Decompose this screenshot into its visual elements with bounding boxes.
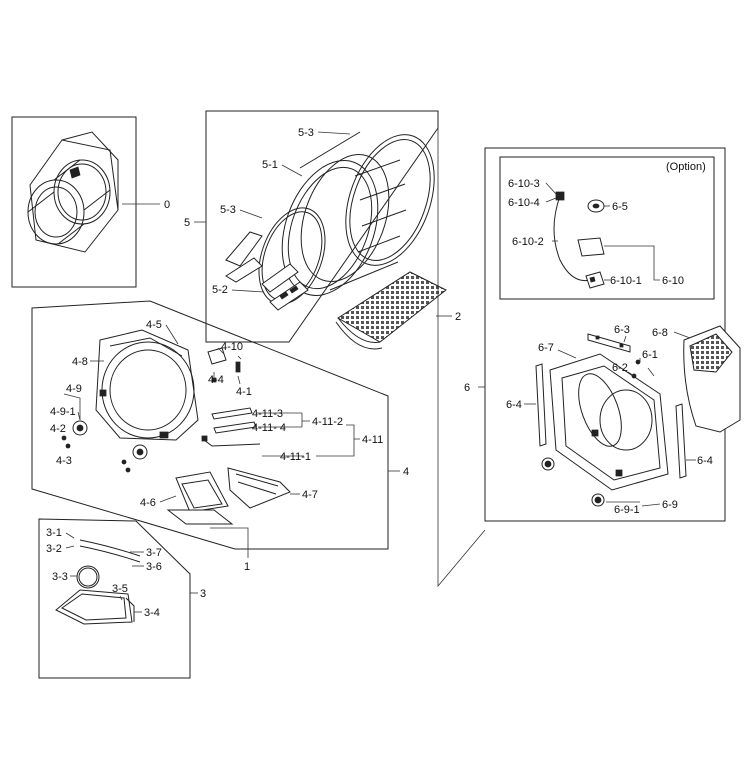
part-6-10-label: 6-10	[662, 275, 684, 287]
option-label: (Option)	[666, 161, 706, 173]
part-6-2-label: 6-2	[612, 362, 628, 374]
option-harness-drawing	[553, 191, 605, 289]
part-5-1-label: 5-1	[262, 159, 278, 171]
part-6-1-label: 6-1	[642, 349, 658, 361]
drum-drawing	[225, 131, 435, 311]
part-6-4-left-label: 6-4	[506, 399, 522, 411]
part-4-5-label: 4-5	[146, 319, 162, 331]
part-3-4-label: 3-4	[144, 607, 160, 619]
rear-panel-drawing	[535, 325, 741, 507]
part-3-6-label: 3-6	[146, 561, 162, 573]
part-4-11-label: 4-11	[362, 434, 383, 446]
part-6-5-label: 6-5	[612, 201, 628, 213]
option-frame	[499, 156, 715, 300]
part-6-10-4-label: 6-10-4	[508, 197, 540, 209]
part-4-9-1-label: 4-9-1	[50, 406, 76, 418]
part-6-9-1-label: 6-9-1	[614, 504, 640, 516]
part-3-7-label: 3-7	[146, 547, 162, 559]
part-5-3-top-label: 5-3	[298, 127, 314, 139]
part-4-8-label: 4-8	[72, 356, 88, 368]
part-4-2-label: 4-2	[50, 423, 66, 435]
part-4-7-label: 4-7	[302, 489, 318, 501]
part-3-5-label: 3-5	[112, 583, 128, 595]
part-6-10-1-label: 6-10-1	[610, 275, 642, 287]
part-6-3-label: 6-3	[614, 324, 630, 336]
part-4-6-label: 4-6	[140, 497, 156, 509]
part-6-10-3-label: 6-10-3	[508, 178, 540, 190]
part-4-4-label: 4-4	[208, 374, 224, 386]
assembly-5-frame	[205, 110, 439, 343]
assembly-3-drawing	[55, 539, 141, 625]
part-3-1-label: 3-1	[46, 527, 62, 539]
assembly-3-label: 3	[200, 588, 206, 600]
part-3-2-label: 3-2	[46, 543, 62, 555]
part-4-1-label: 4-1	[236, 386, 252, 398]
part-5-2-label: 5-2	[212, 284, 228, 296]
part-1-leader	[210, 527, 249, 558]
assembly-6-label: 6	[464, 382, 470, 394]
part-6-10-2-label: 6-10-2	[512, 236, 544, 248]
part-6-4-right-label: 6-4	[697, 455, 713, 467]
assembly-5-group: 5 5-3 5-1 5-3 5-2	[184, 110, 439, 343]
assembly-0-drawing	[27, 131, 119, 253]
part-5-3-mid-label: 5-3	[220, 204, 236, 216]
part-3-3-label: 3-3	[52, 571, 68, 583]
part-2-group: 2	[335, 271, 461, 350]
assembly-5-label: 5	[184, 217, 190, 229]
part-6-8-label: 6-8	[652, 327, 668, 339]
assembly-4-label: 4	[403, 466, 409, 478]
part-4-11-2-label: 4-11-2	[312, 416, 343, 428]
assembly-3-frame	[38, 518, 191, 679]
part-4-11-3-label: 4-11-3	[252, 408, 283, 420]
part-4-3-label: 4-3	[56, 455, 72, 467]
assembly-0-frame	[11, 116, 137, 288]
lint-filter-drawing	[337, 271, 447, 343]
assembly-6-group: 6 (Option) 6-10-3 6-10-4 6-5 6-10-2 6-10…	[437, 128, 741, 588]
part-4-11-1-label: 4-11-1	[280, 451, 311, 463]
part-6-9-label: 6-9	[662, 499, 678, 511]
part-6-7-label: 6-7	[538, 342, 554, 354]
assembly-1-label: 1	[244, 561, 250, 573]
assembly-0-label: 0	[164, 199, 170, 211]
front-panel-drawing	[61, 329, 291, 525]
part-4-10-label: 4-10	[221, 341, 243, 353]
assembly-3-group: 3 3-1 3-2 3-7 3-6 3-3 3-5 3-4	[38, 518, 206, 679]
assembly-4-group: 4	[31, 300, 409, 573]
part-4-11-4-label: 4-11- 4	[252, 422, 286, 434]
assembly-0-group: 0	[11, 116, 170, 288]
assembly-2-label: 2	[455, 311, 461, 323]
assembly-4-frame	[31, 300, 389, 550]
assembly-6-bracket	[437, 128, 486, 588]
part-4-9-label: 4-9	[66, 383, 82, 395]
